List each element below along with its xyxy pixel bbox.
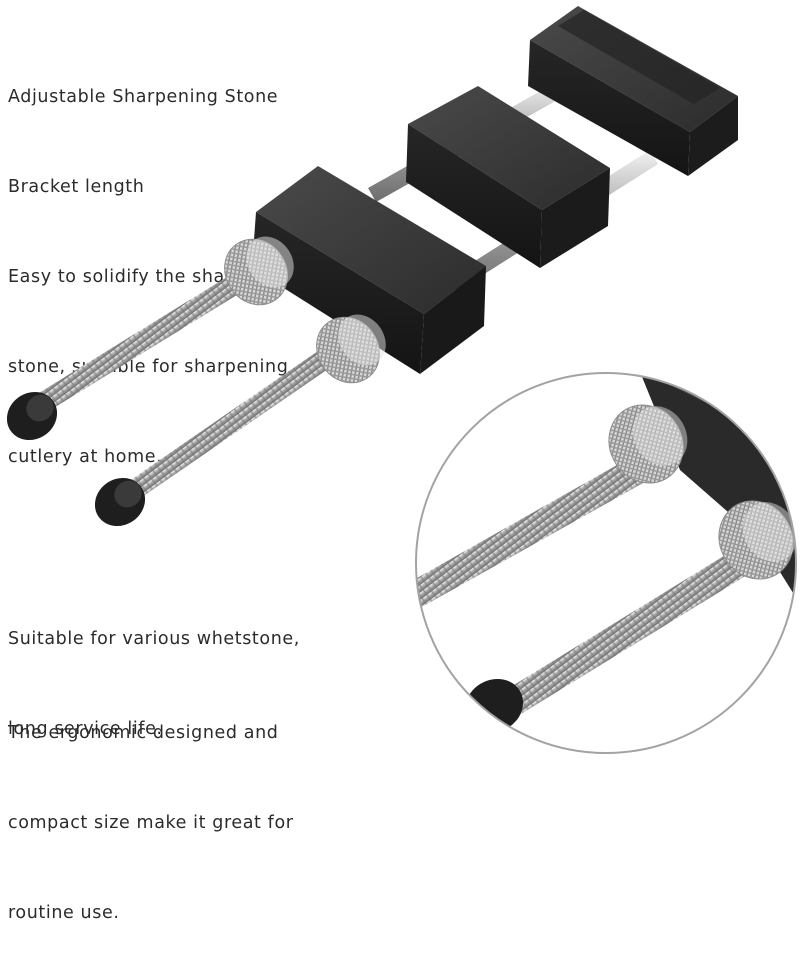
caption-line: The ergonomic designed and (8, 723, 279, 743)
sharpening-bracket (6, 6, 738, 527)
rubber-cap (6, 391, 58, 441)
detail-zoom-circle (415, 372, 797, 754)
clamp-block-middle (406, 86, 610, 268)
clamp-block-far (528, 6, 738, 176)
caption-line: Bracket length (8, 177, 145, 197)
knurled-knob (224, 236, 294, 306)
caption-line: Suitable for various whetstone, (8, 629, 300, 649)
caption-line: Adjustable Sharpening Stone (8, 87, 279, 107)
product-illustration (6, 6, 797, 754)
rubber-cap (94, 477, 146, 527)
caption-line: cutlery at home. (8, 447, 163, 467)
threaded-screws (34, 264, 344, 504)
knurled-knob (316, 314, 386, 384)
caption-line: long service life. (8, 719, 163, 739)
caption-line: compact size make it great for (8, 813, 294, 833)
caption-line: routine use. (8, 903, 120, 923)
caption-durability: Suitable for various whetstone, long ser… (8, 564, 300, 774)
